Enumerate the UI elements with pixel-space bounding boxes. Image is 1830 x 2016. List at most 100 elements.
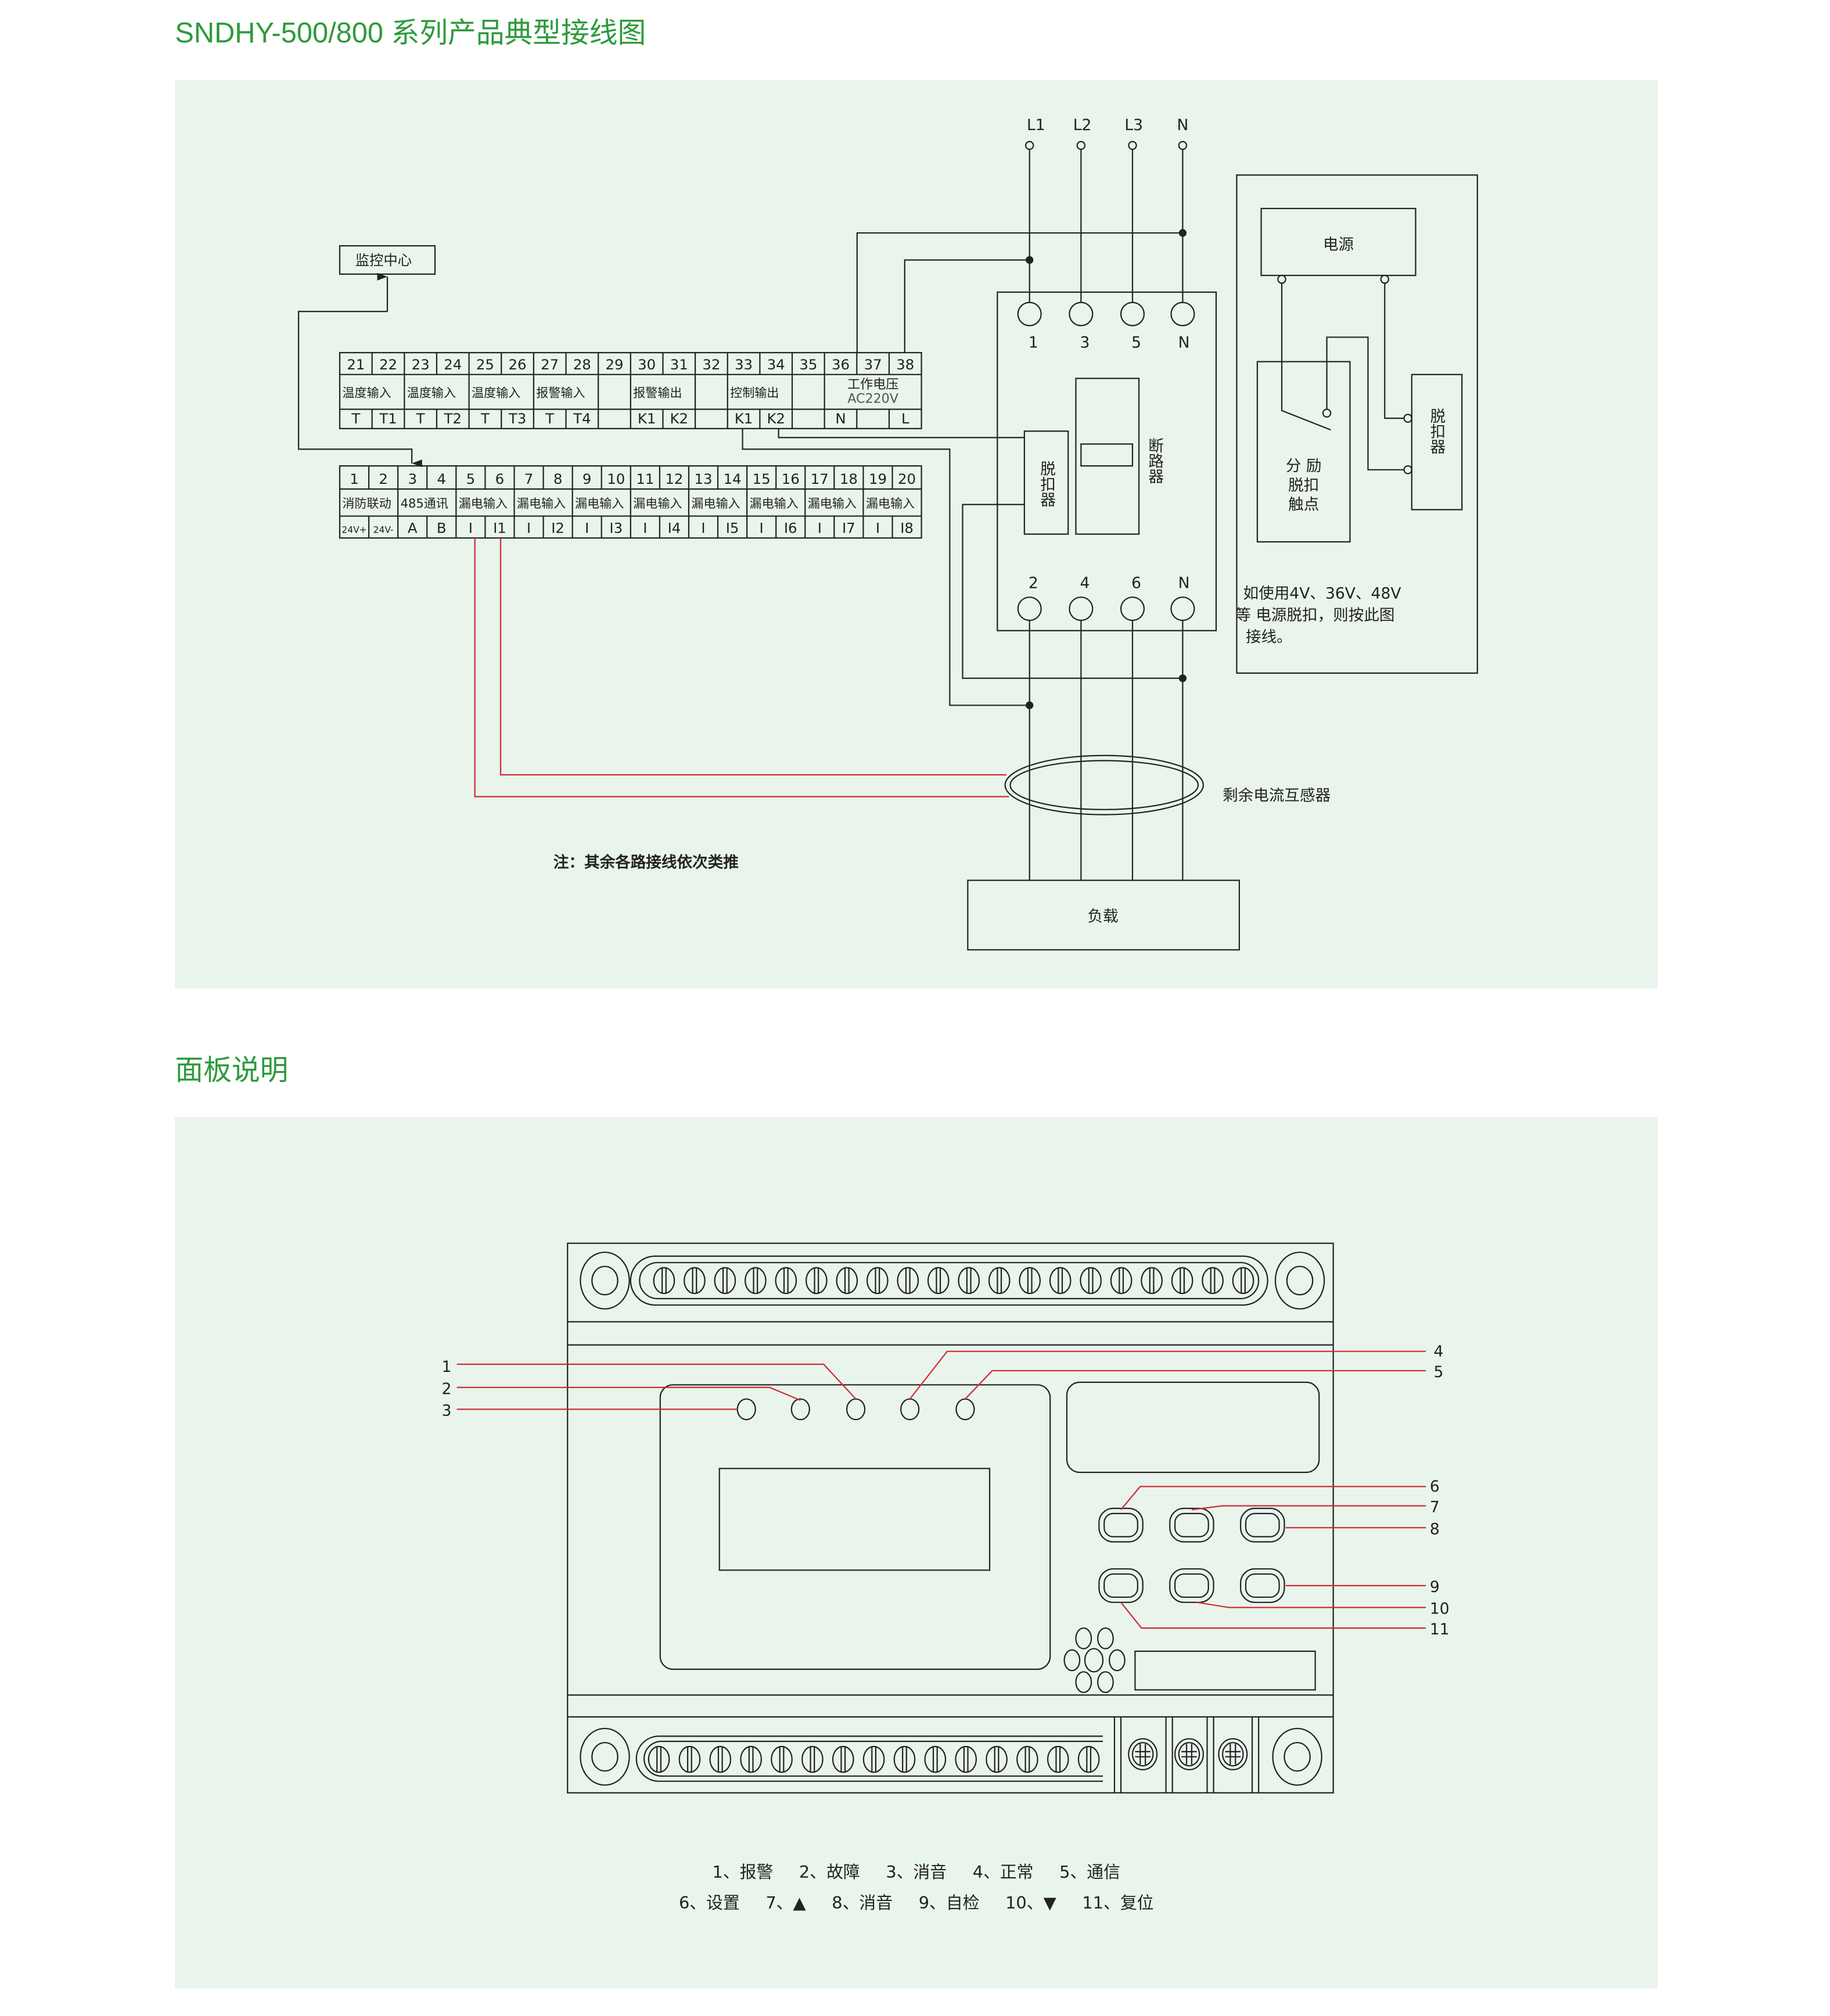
- screw-slot: [1119, 1267, 1124, 1293]
- keypad-button: [1169, 1568, 1214, 1603]
- screw-slot: [1058, 1267, 1063, 1293]
- terminal-group-label: 漏电输入: [633, 496, 682, 511]
- breaker-label: 断路器: [1145, 437, 1163, 484]
- speaker-grille-icon: [1063, 1627, 1126, 1694]
- keypad-button-face: [1103, 1512, 1138, 1537]
- phase-terminal-icon: [1076, 141, 1086, 150]
- breaker-terminal-icon: [1120, 596, 1145, 621]
- callout-number: 2: [441, 1380, 451, 1398]
- screw-slot: [1086, 1746, 1092, 1773]
- junction-dot: [1178, 674, 1187, 682]
- cross-screw-icon: [1181, 1744, 1197, 1765]
- terminal-number: 20: [898, 470, 916, 487]
- breaker-terminal-icon: [1017, 301, 1042, 326]
- breaker-handle-box: [1075, 378, 1140, 535]
- callout-line: [1191, 1505, 1426, 1511]
- terminal-number: 31: [670, 356, 688, 373]
- phase-label-n: N: [1177, 116, 1188, 134]
- terminal-group-label: 报警输出: [633, 386, 682, 400]
- terminal-number: 17: [811, 470, 829, 487]
- mount-hole-icon: [1274, 1251, 1325, 1310]
- terminal-screw-icon: [740, 1745, 762, 1773]
- keypad-button: [1240, 1507, 1285, 1543]
- terminal-pin-label: I8: [900, 519, 914, 536]
- breaker: 1 3 5 N 脱扣器 断路器 2 4 6 N: [742, 291, 1217, 881]
- terminal-pin-label: I: [469, 519, 473, 536]
- terminal-number: 6: [495, 470, 505, 487]
- terminal-pin-label: I: [585, 519, 589, 536]
- terminal-screw-icon: [1110, 1267, 1132, 1295]
- screw-slot: [840, 1746, 846, 1773]
- terminal-screw-icon: [648, 1745, 670, 1773]
- terminal-pin-label: I: [876, 519, 880, 536]
- terminal-number: 36: [832, 356, 850, 373]
- terminal-screw-icon: [684, 1267, 706, 1295]
- legend-item: 10、▼: [1005, 1894, 1056, 1914]
- terminal-number: 30: [638, 356, 656, 373]
- terminal-pin-label: K1: [638, 410, 656, 427]
- power-supply-wires: [856, 232, 1183, 353]
- callout-line: [909, 1350, 1426, 1400]
- terminal-screw-icon: [927, 1267, 950, 1295]
- junction-dot: [1178, 229, 1187, 237]
- keypad-button-face: [1245, 1512, 1280, 1537]
- terminal-screw-icon: [1077, 1745, 1100, 1773]
- label-window: [1066, 1381, 1320, 1474]
- terminal-group-label: 消防联动: [342, 496, 391, 511]
- device-outline: [567, 1242, 1334, 1794]
- shunt-trip-unit-label: 脱扣器: [1427, 408, 1445, 454]
- callout-line: [456, 1386, 801, 1401]
- rs485-wire: [297, 311, 422, 468]
- monitor-center-label: 监控中心: [355, 251, 412, 268]
- breaker-terminal-icon: [1170, 596, 1195, 621]
- screw-slot: [963, 1746, 969, 1773]
- terminal-number: 8: [553, 470, 563, 487]
- terminal-number: 5: [466, 470, 476, 487]
- legend-item: 1、报警: [712, 1863, 774, 1883]
- legend-row-1: 1、报警 2、故障 3、消音 4、正常 5、通信: [175, 1859, 1658, 1883]
- terminal-screw-icon: [986, 1745, 1008, 1773]
- screw-slot: [902, 1746, 907, 1773]
- screw-slot: [717, 1746, 723, 1773]
- screw-slot: [932, 1746, 938, 1773]
- shunt-trip-diagram: 电源 脱扣器 分 励 脱扣 触点 如使用4V、36V、48V 等 电源脱扣，则按…: [1235, 174, 1478, 674]
- breaker-terminal-icon: [1120, 301, 1145, 326]
- phase-inputs: L1 L2 L3 N: [856, 116, 1188, 353]
- terminal-group-label: 漏电输入: [575, 496, 624, 511]
- power-source-label: 电源: [1323, 236, 1354, 254]
- legend-row-2: 6、设置 7、▲ 8、消音 9、自检 10、▼ 11、复位: [175, 1889, 1658, 1914]
- terminal-number: 38: [896, 356, 914, 373]
- sensor-wires: [474, 538, 1009, 797]
- load-box: [967, 879, 1241, 951]
- keypad-button-face: [1174, 1512, 1209, 1537]
- callout-number: 6: [1430, 1478, 1440, 1496]
- terminal-pin-label: N: [835, 410, 846, 427]
- phase-label-l1: L1: [1027, 116, 1045, 134]
- terminal-screw-icon: [1047, 1745, 1069, 1773]
- callout-line: [965, 1370, 1426, 1400]
- terminal-pin-label: K2: [670, 410, 688, 427]
- wiring-diagram-panel: [175, 80, 1658, 989]
- terminal-screw-icon: [745, 1267, 767, 1295]
- nameplate: [1134, 1650, 1316, 1691]
- panel-description-title: 面板说明: [175, 1054, 289, 1087]
- screw-slot: [1024, 1746, 1030, 1773]
- terminal-rail: [635, 1735, 1103, 1782]
- terminal-screw-icon: [1232, 1267, 1254, 1295]
- callout-number: 3: [441, 1402, 451, 1420]
- terminal-number: 16: [782, 470, 800, 487]
- phase-label-l3: L3: [1124, 116, 1143, 134]
- breaker-terminal-label: 1: [1029, 333, 1038, 351]
- terminal-screw-icon: [653, 1267, 675, 1295]
- callout-line: [456, 1363, 857, 1400]
- screw-slot: [661, 1267, 667, 1293]
- terminal-number: 21: [347, 356, 365, 373]
- top-terminal-strip: [580, 1251, 1325, 1310]
- screw-slot: [810, 1746, 815, 1773]
- terminal-number: 24: [444, 356, 462, 373]
- terminal-pin-label: I: [818, 519, 822, 536]
- terminal-pin-label: I1: [493, 519, 506, 536]
- shunt-contact-label: 脱扣: [1288, 476, 1319, 494]
- terminal-number: 19: [869, 470, 887, 487]
